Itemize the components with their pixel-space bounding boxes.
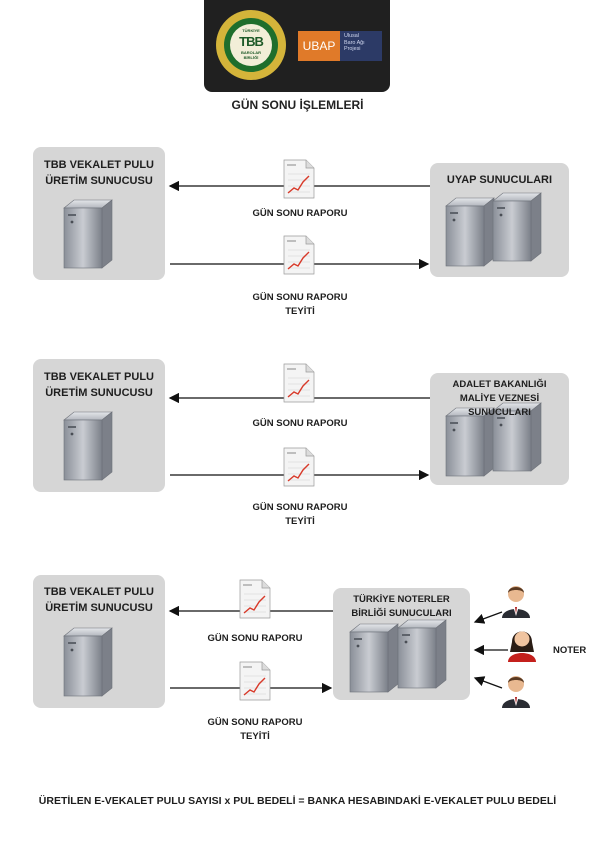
left-title-line-2: ÜRETİM SUNUCUSU: [45, 602, 153, 614]
bottom-label-line-2: TEYİTİ: [240, 731, 270, 742]
bottom-label-line-1: GÜN SONU RAPORU: [252, 502, 348, 513]
page-title: GÜN SONU İŞLEMLERİ: [231, 98, 364, 112]
seal-core: TÜRKİYE TBB BAROLAR BİRLİĞİ: [230, 24, 272, 66]
person-female-icon: [508, 631, 536, 662]
seal-bottom-text-2: BİRLİĞİ: [243, 55, 259, 60]
footer-formula: ÜRETİLEN E-VEKALET PULU SAYISI x PUL BED…: [38, 795, 557, 807]
report-icon: [283, 235, 315, 275]
server-icon: [63, 411, 113, 481]
server-icon: [492, 192, 542, 262]
left-title-line-2: ÜRETİM SUNUCUSU: [45, 175, 153, 187]
bottom-label-line-1: GÜN SONU RAPORU: [207, 717, 303, 728]
bottom-label-line-1: GÜN SONU RAPORU: [252, 292, 348, 303]
seal-bottom-text-1: BAROLAR: [241, 50, 261, 55]
section-1-right-title: UYAP SUNUCULARI: [430, 172, 569, 188]
ubap-logo: UBAP: [298, 31, 340, 61]
server-icon: [445, 197, 495, 267]
server-icon: [63, 627, 113, 697]
section-1-bottom-label: GÜN SONU RAPORU TEYİTİ: [220, 291, 380, 319]
section-3-left-title: TBB VEKALET PULU ÜRETİM SUNUCUSU: [33, 584, 165, 616]
seal-top-text: TÜRKİYE: [242, 28, 260, 33]
section-3-top-label: GÜN SONU RAPORU: [207, 633, 303, 644]
ubap-logo-side: Ulusal Baro Ağı Projesi: [340, 31, 382, 61]
report-icon: [283, 363, 315, 403]
tbb-seal-logo: TÜRKİYE TBB BAROLAR BİRLİĞİ: [216, 10, 286, 80]
right-title-line-2: MALİYE VEZNESİ SUNUCULARI: [459, 393, 540, 418]
section-2-right-title: ADALET BAKANLIĞI MALİYE VEZNESİ SUNUCULA…: [430, 378, 569, 420]
bottom-label-line-2: TEYİTİ: [285, 516, 315, 527]
left-title-line-1: TBB VEKALET PULU: [44, 159, 154, 171]
seal-ring: TÜRKİYE TBB BAROLAR BİRLİĞİ: [224, 18, 278, 72]
ubap-side-line-1: Ulusal: [344, 33, 359, 39]
person-male-icon: [502, 586, 530, 618]
section-1-left-title: TBB VEKALET PULU ÜRETİM SUNUCUSU: [33, 157, 165, 189]
section-2-graphics: [33, 359, 569, 492]
bottom-label-line-2: TEYİTİ: [285, 306, 315, 317]
section-1-graphics: [33, 147, 569, 280]
left-title-line-2: ÜRETİM SUNUCUSU: [45, 387, 153, 399]
report-icon: [239, 579, 271, 619]
report-icon: [239, 661, 271, 701]
section-1-top-label: GÜN SONU RAPORU: [252, 208, 348, 219]
person-male-icon: [502, 676, 530, 708]
server-icon: [63, 199, 113, 269]
section-3-right-title: TÜRKİYE NOTERLER BİRLİĞİ SUNUCULARI: [333, 593, 470, 621]
ubap-side-line-2: Baro Ağı: [344, 39, 365, 46]
noter-label: NOTER: [553, 645, 587, 656]
server-icon: [349, 623, 399, 693]
right-title-line-1: ADALET BAKANLIĞI: [452, 379, 547, 390]
arrow-person-1: [473, 611, 503, 624]
section-2-bottom-label: GÜN SONU RAPORU TEYİTİ: [220, 501, 380, 529]
arrow-person-3: [473, 676, 503, 689]
ubap-side-line-3: Projesi: [344, 46, 361, 52]
right-title-line-2: BİRLİĞİ SUNUCULARI: [351, 608, 452, 619]
section-3-bottom-label: GÜN SONU RAPORU TEYİTİ: [180, 716, 330, 744]
seal-main-text: TBB: [239, 34, 264, 49]
left-title-line-1: TBB VEKALET PULU: [44, 371, 154, 383]
server-icon: [397, 619, 447, 689]
section-3-graphics: [33, 575, 536, 708]
section-2-top-label: GÜN SONU RAPORU: [252, 418, 348, 429]
right-title-line-1: TÜRKİYE NOTERLER: [353, 594, 450, 605]
section-2-left-title: TBB VEKALET PULU ÜRETİM SUNUCUSU: [33, 369, 165, 401]
report-icon: [283, 447, 315, 487]
report-icon: [283, 159, 315, 199]
left-title-line-1: TBB VEKALET PULU: [44, 586, 154, 598]
right-title-line-1: UYAP SUNUCULARI: [446, 174, 553, 186]
ubap-side-text: Ulusal Baro Ağı Projesi: [344, 33, 365, 53]
